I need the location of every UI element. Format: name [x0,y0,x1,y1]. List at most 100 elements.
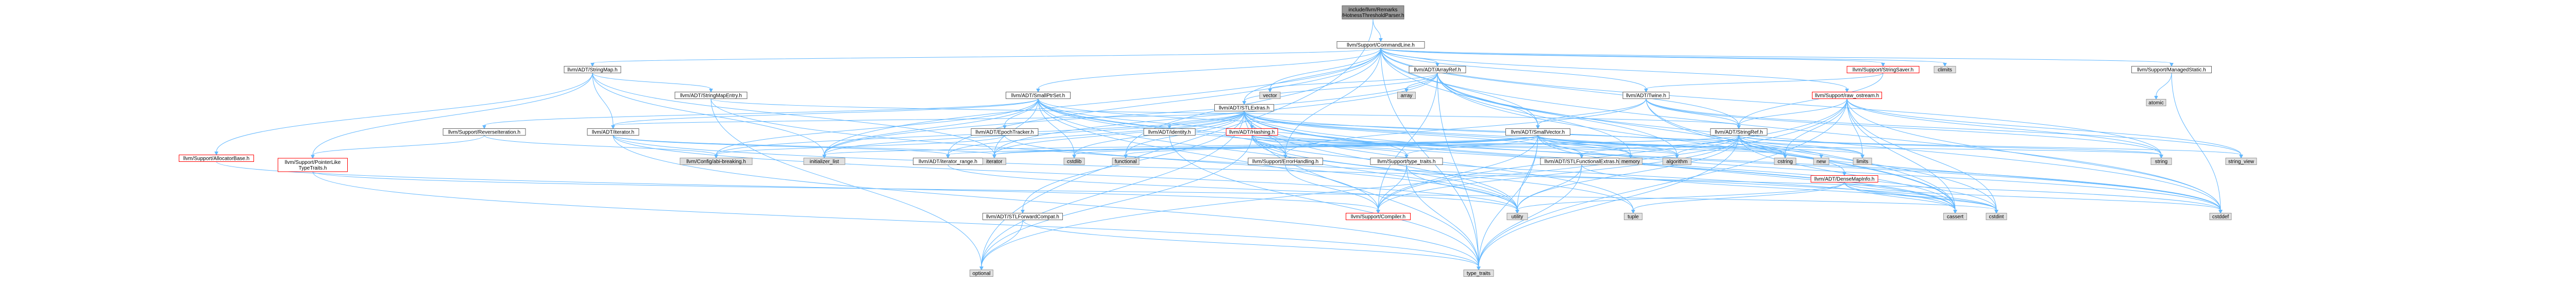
edge-arrowhead [2154,96,2158,100]
node-smallptrset[interactable]: llvm/ADT/SmallPtrSet.h [1006,92,1071,99]
node-box [2209,213,2232,220]
node-cstring[interactable]: cstring [1774,158,1797,165]
edge-line [1537,135,1631,155]
node-utility[interactable]: utility [1506,213,1528,220]
edge-line [1269,73,1438,89]
node-climits[interactable]: climits [1934,66,1956,73]
edge-rawostream-to-typetraits [1477,98,1848,271]
node-label: string_view [2228,159,2255,165]
node-root[interactable]: include/llvm/Remarks/HotnessThresholdPar… [1342,5,1404,20]
edge-arrowhead [1003,125,1007,129]
edge-stringref-to-iterator [992,135,1739,159]
node-box [971,128,1039,136]
node-stlfwdcompat[interactable]: llvm/ADT/STLForwardCompat.h [982,213,1063,220]
edge-densemapinfo-to-cstddef [1844,182,2223,214]
node-algorithm[interactable]: algorithm [1663,158,1691,165]
node-iteratorh[interactable]: llvm/ADT/iterator.h [587,128,639,136]
node-stringmapentry[interactable]: llvm/ADT/StringMapEntry.h [674,92,748,99]
node-label: llvm/Support/StringSaver.h [1853,68,1913,73]
node-tuple[interactable]: tuple [1624,213,1642,220]
node-identity[interactable]: llvm/ADT/identity.h [1143,128,1196,136]
node-atomic[interactable]: atomic [2146,99,2166,106]
node-stringref[interactable]: llvm/ADT/StringRef.h [1710,128,1768,136]
node-limits[interactable]: limits [1853,158,1872,165]
node-configbreak[interactable]: llvm/Config/abi-breaking.h [680,158,753,165]
edge-smallptrset-to-cstdlib [1038,98,1076,159]
node-stringmap[interactable]: llvm/ADT/StringMap.h [564,66,621,73]
node-arrayref[interactable]: llvm/ADT/ArrayRef.h [1409,66,1466,73]
node-cassert[interactable]: cassert [1943,213,1967,220]
node-memory[interactable]: memory [1619,158,1642,165]
node-hashing[interactable]: llvm/ADT/Hashing.h [1226,128,1278,136]
node-typetraits[interactable]: type_traits [1463,270,1494,277]
node-box [1063,158,1085,165]
edge-densemapinfo-to-utility [1515,182,1845,214]
edge-line [1437,73,1479,267]
node-iterator[interactable]: iterator [982,158,1006,165]
node-compiler[interactable]: llvm/Support/Compiler.h [1346,213,1411,220]
node-label: llvm/ADT/Hashing.h [1229,130,1275,136]
node-box [1505,128,1570,136]
edge-arrowhead [1036,89,1040,93]
node-typetraitsh[interactable]: llvm/Support/type_traits.h [1370,158,1443,165]
edge-line [716,135,1005,155]
edge-line [613,135,995,155]
edge-stringmap-to-stringmapentry [592,73,713,93]
edge-arrayref-to-array [1404,73,1438,93]
node-revit[interactable]: llvm/Support/ReverseIteration.h [443,128,526,136]
edge-line [613,135,2221,210]
node-box [1934,66,1956,73]
node-box [1259,92,1281,99]
node-box [1810,175,1878,182]
node-rawostream[interactable]: llvm/Support/raw_ostream.h [1812,92,1882,99]
node-optional[interactable]: optional [970,270,993,277]
node-box [1853,158,1872,165]
node-new[interactable]: new [1813,158,1829,165]
node-cmdline[interactable]: llvm/Support/CommandLine.h [1336,41,1425,48]
edge-smallvector-to-new [1537,135,1823,159]
node-stlextras[interactable]: llvm/ADT/STLExtras.h [1214,104,1274,111]
node-cstddef[interactable]: cstddef [2209,213,2232,220]
node-twine[interactable]: llvm/ADT/Twine.h [1622,92,1670,99]
node-box [1624,213,1642,220]
edge-line [824,73,1438,155]
edge-line [1244,111,1631,155]
edge-line [1406,135,1538,155]
nodes-layer: include/llvm/Remarks/HotnessThresholdPar… [179,5,2257,277]
node-vector[interactable]: vector [1259,92,1281,99]
edge-line [312,135,485,156]
node-cstdlib[interactable]: cstdlib [1063,158,1085,165]
edge-rawostream-to-stringref [1737,98,1848,129]
node-initlist[interactable]: initializer_list [803,158,845,165]
node-string[interactable]: string [2150,158,2172,165]
edge-arrowhead [1675,155,1679,159]
node-managedstatic[interactable]: llvm/Support/ManagedStatic.h [2131,66,2212,73]
edge-arrowhead [482,125,486,129]
edge-line [824,48,1381,155]
node-smallvector[interactable]: llvm/ADT/SmallVector.h [1505,128,1570,136]
node-stlfunctional[interactable]: llvm/ADT/STLFunctionalExtras.h [1540,158,1623,165]
edge-line [1738,98,1848,126]
edge-arrowhead [1072,155,1076,159]
node-allocbase[interactable]: llvm/Support/AllocatorBase.h [179,155,254,162]
edge-line [216,73,593,152]
node-functional[interactable]: functional [1112,158,1140,165]
node-box [982,213,1063,220]
node-array[interactable]: array [1397,92,1416,99]
node-label: llvm/Support/ManagedStatic.h [2137,68,2206,73]
node-errhandling[interactable]: llvm/Support/ErrorHandling.h [1248,158,1323,165]
edge-line [1437,73,1631,155]
node-epoch[interactable]: llvm/ADT/EpochTracker.h [971,128,1039,136]
node-label: string [2155,159,2167,165]
node-stringsaver[interactable]: llvm/Support/StringSaver.h [1846,66,1920,73]
edge-densemapinfo-to-cstdint [1844,182,1998,214]
node-iterrange[interactable]: llvm/ADT/iterator_range.h [913,158,983,165]
node-label: TypeTraits.h [299,165,327,171]
node-label: tuple [1628,214,1639,220]
node-cstdint[interactable]: cstdint [1986,213,2007,220]
node-densemapinfo[interactable]: llvm/ADT/DenseMapInfo.h [1810,175,1878,182]
node-stringview[interactable]: string_view [2225,158,2257,165]
node-label: cstring [1777,159,1792,165]
